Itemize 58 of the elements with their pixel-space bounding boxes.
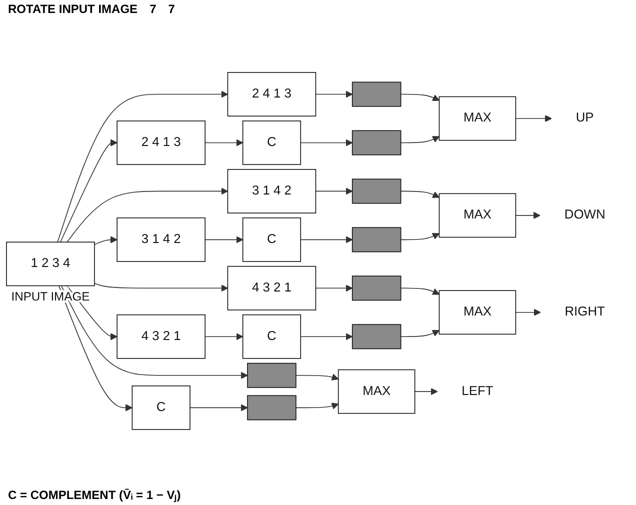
- node-bar: [352, 276, 402, 301]
- node-box: 4 3 2 1: [116, 314, 206, 359]
- dimension-label: 7: [150, 2, 156, 16]
- dimension-label: 7: [168, 2, 175, 16]
- node-text: DOWN: [564, 208, 606, 222]
- node-box: 2 4 1 3: [227, 72, 316, 116]
- arrow: [400, 94, 440, 101]
- node-box: C: [242, 314, 302, 359]
- arrow: [400, 330, 440, 338]
- node-text: LEFT: [462, 384, 494, 398]
- node-bar: [247, 395, 296, 420]
- column-heading: ROTATE INPUT IMAGE: [8, 2, 138, 16]
- arrow: [296, 402, 339, 410]
- node-box: C: [132, 386, 190, 430]
- node-box: 2 4 1 3: [116, 120, 206, 165]
- arrow: [60, 139, 118, 242]
- node-bar: [352, 130, 402, 156]
- arrow: [94, 236, 118, 246]
- node-bar: [352, 178, 402, 204]
- node-text: UP: [576, 111, 594, 125]
- arrow: [315, 284, 353, 292]
- caption: C = COMPLEMENT (V̄ᵢ = 1 − Vⱼ): [8, 487, 181, 503]
- arrow: [515, 114, 552, 122]
- arrow: [400, 190, 440, 198]
- arrow: [515, 212, 540, 219]
- node-box: 3 1 4 2: [227, 169, 316, 214]
- node-box: 1 2 3 4: [6, 242, 95, 286]
- node-box: MAX: [338, 369, 416, 414]
- arrow: [66, 188, 228, 242]
- arrow: [204, 236, 244, 244]
- node-box: C: [242, 120, 302, 165]
- node-box: C: [242, 217, 302, 262]
- arrow: [315, 188, 353, 195]
- node-box: MAX: [438, 290, 516, 335]
- node-box: 4 3 2 1: [227, 266, 316, 310]
- arrow: [300, 139, 353, 146]
- arrow: [315, 90, 353, 98]
- node-box: 3 1 4 2: [116, 217, 206, 262]
- node-bar: [352, 82, 402, 107]
- node-text: RIGHT: [564, 305, 605, 319]
- arrow: [300, 236, 353, 244]
- arrow: [300, 333, 353, 340]
- arrow: [400, 136, 440, 144]
- arrow: [190, 404, 248, 412]
- arrow: [57, 90, 228, 242]
- arrow: [400, 288, 440, 295]
- node-box: MAX: [438, 96, 516, 141]
- arrow: [400, 233, 440, 240]
- arrow: [204, 139, 244, 146]
- arrow: [515, 308, 541, 316]
- arrow: [414, 388, 438, 396]
- arrow: [296, 374, 339, 380]
- arrow: [94, 282, 228, 292]
- node-bar: [352, 324, 402, 350]
- arrow: [204, 333, 244, 340]
- node-bar: [352, 227, 402, 252]
- node-box: MAX: [438, 193, 516, 238]
- node-bar: [247, 362, 296, 388]
